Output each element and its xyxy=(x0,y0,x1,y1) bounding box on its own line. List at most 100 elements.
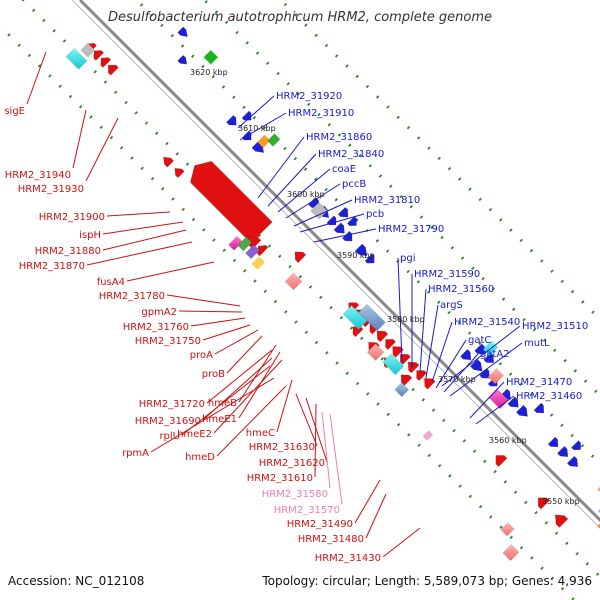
gene-label-reverse: HRM2_31610 xyxy=(247,473,313,484)
tick-mark xyxy=(590,454,595,458)
tick-mark xyxy=(68,94,73,99)
tick-mark xyxy=(161,187,165,191)
tick-mark xyxy=(529,248,534,253)
tick-mark xyxy=(293,157,298,161)
label-leader-line xyxy=(237,95,275,129)
tick-mark xyxy=(467,331,472,335)
gene-label-reverse: rpmA xyxy=(122,448,149,459)
label-leader-line xyxy=(178,310,243,313)
tick-mark xyxy=(319,295,323,300)
tick-mark xyxy=(416,136,421,140)
tick-mark xyxy=(314,33,318,38)
gene-label-forward: pcb xyxy=(366,209,384,220)
tick-mark xyxy=(348,143,352,148)
label-leader-line xyxy=(449,342,523,397)
reverse-gene-arrow xyxy=(554,514,569,528)
tick-mark xyxy=(529,392,533,397)
tick-mark xyxy=(430,225,434,230)
tick-mark xyxy=(406,269,410,274)
tick-mark xyxy=(583,379,588,383)
tick-mark xyxy=(472,449,477,453)
rna-feature-block xyxy=(251,256,265,270)
gene-label-forward: HRM2_31840 xyxy=(318,149,384,160)
gene-label-reverse: hmeE1 xyxy=(202,414,237,425)
label-leader-line xyxy=(267,153,317,207)
reverse-gene-arrow xyxy=(399,353,411,365)
tick-mark xyxy=(549,413,554,417)
forward-gene-arrow xyxy=(460,348,472,361)
rna-feature-block xyxy=(245,244,260,260)
rna-feature-block xyxy=(394,382,410,398)
tick-mark xyxy=(335,361,339,365)
tick-mark xyxy=(591,310,595,314)
tick-mark xyxy=(468,187,472,191)
tick-mark xyxy=(550,576,555,581)
tick-mark xyxy=(524,500,528,505)
reverse-gene-arrow xyxy=(294,251,307,264)
forward-gene-arrow xyxy=(515,404,528,417)
label-leader-line xyxy=(190,317,246,327)
tick-mark xyxy=(134,111,138,115)
tick-mark xyxy=(509,535,514,540)
label-leader-line xyxy=(216,385,287,457)
scale-label-kbp: 3570 kbp xyxy=(438,375,476,384)
label-leader-line xyxy=(277,168,331,213)
tick-mark xyxy=(426,290,431,294)
gene-label-reverse: HRM2_31480 xyxy=(298,534,364,545)
figure-title: Desulfobacterium autotrophicum HRM2, com… xyxy=(107,10,493,25)
tick-mark xyxy=(337,133,342,137)
tick-mark xyxy=(399,194,403,199)
rna-feature-block xyxy=(65,47,88,70)
tick-mark xyxy=(89,115,93,119)
tick-mark xyxy=(519,545,524,550)
tick-mark xyxy=(225,20,229,24)
tick-mark xyxy=(380,357,384,361)
rna-feature-block xyxy=(358,303,386,332)
tick-mark xyxy=(245,41,249,45)
tick-mark xyxy=(570,433,574,438)
tick-mark xyxy=(594,389,598,394)
tick-mark xyxy=(440,235,444,240)
tick-mark xyxy=(437,156,441,161)
label-leader-line xyxy=(314,403,317,478)
reverse-gene-arrow xyxy=(392,346,404,358)
gene-label-forward: HRM2_31790 xyxy=(378,224,444,235)
tick-mark xyxy=(242,105,246,110)
gene-label-reverse: rplU xyxy=(159,431,180,442)
gene-label-pseudo: HRM2_31570 xyxy=(274,505,340,516)
scale-label-kbp: 3600 kbp xyxy=(287,190,325,199)
tick-mark xyxy=(530,556,534,560)
tick-mark xyxy=(532,328,536,332)
label-leader-line xyxy=(293,199,353,227)
forward-gene-arrow xyxy=(547,436,559,448)
forward-gene-arrow xyxy=(533,402,545,414)
tick-mark xyxy=(202,228,206,232)
label-leader-line xyxy=(257,136,305,199)
gene-label-forward: HRM2_31810 xyxy=(354,195,420,206)
label-leader-line xyxy=(435,339,467,389)
tick-mark xyxy=(284,310,288,314)
tick-mark xyxy=(448,474,452,478)
forward-gene-arrow xyxy=(241,110,252,121)
gene-label-forward: mutL xyxy=(524,338,550,349)
scale-label-kbp: 3550 kbp xyxy=(542,497,580,506)
gene-label-forward: HRM2_31470 xyxy=(506,377,572,388)
tick-mark xyxy=(563,358,567,363)
tick-mark xyxy=(99,125,103,129)
gene-label-reverse: proA xyxy=(190,350,213,361)
tick-mark xyxy=(355,74,359,79)
forward-gene-arrow xyxy=(354,243,368,257)
tick-mark xyxy=(232,95,236,99)
tick-mark xyxy=(165,141,169,146)
label-leader-line xyxy=(382,527,421,558)
gene-label-reverse: HRM2_31630 xyxy=(249,442,315,453)
label-leader-line xyxy=(102,229,187,251)
tick-mark xyxy=(303,167,308,171)
tick-mark xyxy=(42,18,46,23)
reverse-gene-arrow xyxy=(107,64,119,76)
rna-feature-block xyxy=(267,133,281,147)
tick-mark xyxy=(235,30,239,35)
tick-mark xyxy=(37,64,42,68)
gene-label-reverse: HRM2_31720 xyxy=(139,399,205,410)
tick-mark xyxy=(31,8,36,12)
